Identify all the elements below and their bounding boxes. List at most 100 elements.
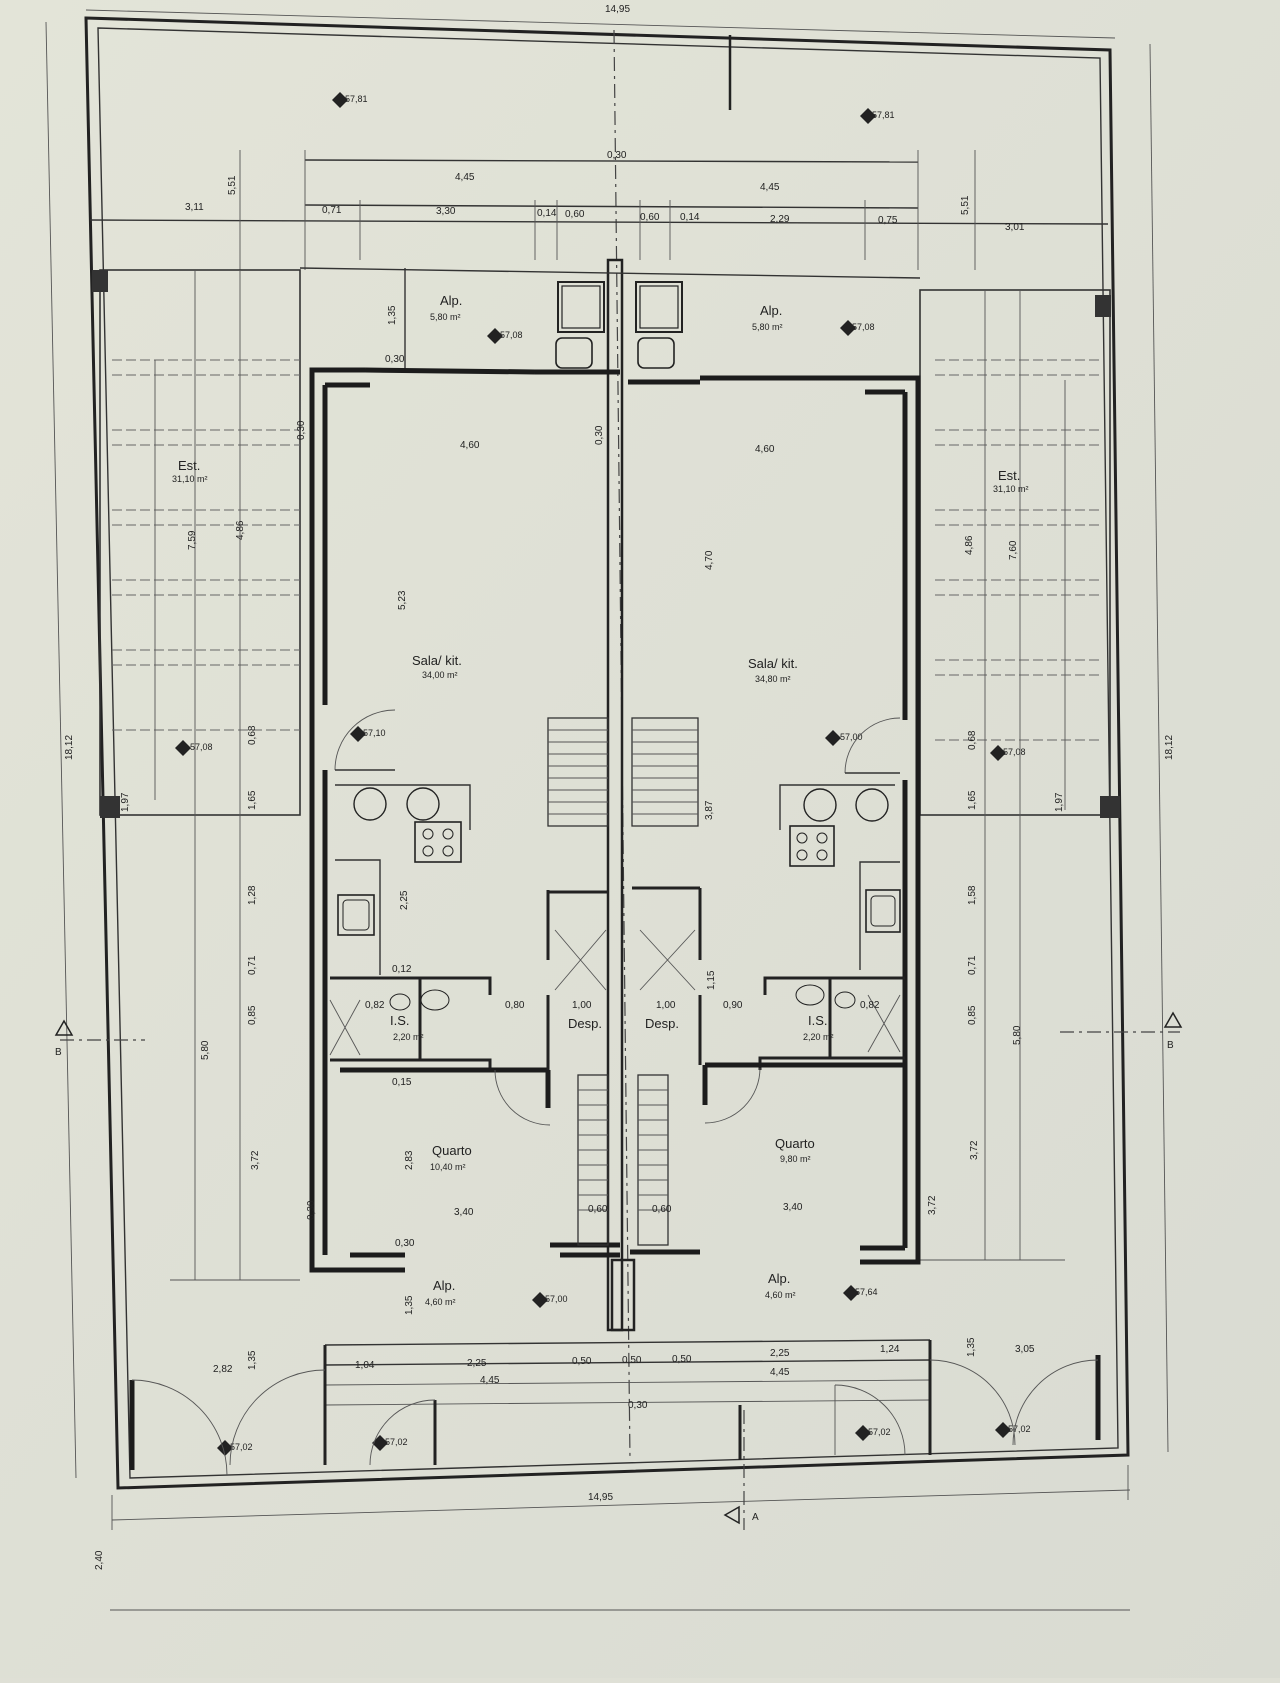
dim-top-total: 14,95 — [605, 4, 630, 15]
dim-rear-2: 3,72 — [969, 1140, 980, 1160]
level-alp-left: 57,08 — [500, 330, 523, 340]
dim-b-14: 0,30 — [628, 1400, 648, 1411]
section-right: B — [1167, 1040, 1174, 1051]
dim-q-d-right: 3,72 — [927, 1195, 938, 1215]
dim-alp-depth-right: 1,35 — [404, 1295, 415, 1315]
dim-b-10: 4,45 — [480, 1375, 500, 1386]
level-top-right: 57,81 — [872, 110, 895, 120]
dim-r3: 0,68 — [967, 730, 978, 750]
dim-b-7: 2,25 — [770, 1348, 790, 1359]
level-est-left: 57,08 — [190, 742, 213, 752]
level-markers: 57,81 57,81 57,08 57,08 57,10 57,00 57,0… — [175, 92, 1031, 1456]
dim-center-2: 0,30 — [594, 425, 605, 445]
dim-q-1: 0,60 — [588, 1204, 608, 1215]
room-desp-left-name: Desp. — [568, 1016, 602, 1031]
level-est-right: 57,08 — [1003, 747, 1026, 757]
dim-center-1: 0,30 — [607, 150, 627, 161]
room-est-left-area: 31,10 m² — [172, 474, 208, 484]
dim-t3: 0,14 — [537, 208, 557, 219]
room-est-right-name: Est. — [998, 468, 1020, 483]
level-top-left: 57,81 — [345, 94, 368, 104]
dim-r6: 1,97 — [1054, 792, 1065, 812]
bottom-dimensions: 14,95 — [111, 1465, 1129, 1530]
room-alp-top-right-name: Alp. — [760, 303, 782, 318]
dim-b-3: 2,25 — [467, 1358, 487, 1369]
room-ws-left-area: 2,20 m² — [393, 1032, 424, 1042]
site-boundary — [45, 9, 1169, 1611]
level-alp-right: 57,08 — [852, 322, 875, 332]
level-sala-left: 57,10 — [363, 728, 386, 738]
dim-ws-2: 1,00 — [572, 1000, 592, 1011]
porch-top: Alp. 5,80 m² Alp. 5,80 m² 1,35 0,30 — [299, 267, 921, 370]
dim-b-13: 1,35 — [966, 1337, 977, 1357]
section-left: B — [55, 1047, 62, 1058]
level-gate-2: 57,02 — [385, 1437, 408, 1447]
room-sala-right-name: Sala/ kit. — [748, 656, 798, 671]
parking-left: Est. 31,10 m² 7,59 4,86 — [92, 269, 301, 1281]
dim-r5: 1,97 — [120, 792, 131, 812]
dim-wall-1: 0,30 — [385, 354, 405, 365]
dim-b-2: 1,04 — [355, 1360, 375, 1371]
dim-k-1: 2,25 — [399, 890, 410, 910]
dim-sala-w-right: 4,60 — [755, 444, 775, 455]
dim-q-3: 0,30 — [395, 1238, 415, 1249]
dim-side-left: 18,12 — [64, 735, 75, 760]
room-desp-right-name: Desp. — [645, 1016, 679, 1031]
room-alp-bot-right-name: Alp. — [768, 1271, 790, 1286]
dim-est-w-right: 7,60 — [1008, 540, 1019, 560]
dim-rear-1: 3,72 — [250, 1150, 261, 1170]
house-left: I.S. 2,20 m² Sala/ kit. 34,00 — [296, 367, 620, 1273]
dim-rear-r: 5,80 — [1012, 1025, 1023, 1045]
room-alp-bot-left-area: 4,60 m² — [425, 1297, 456, 1307]
dim-t4: 0,60 — [565, 209, 585, 220]
level-gate-1: 57,02 — [230, 1442, 253, 1452]
room-ws-left-name: I.S. — [390, 1013, 410, 1028]
dim-ws-5: 0,12 — [392, 964, 412, 975]
dim-b-5: 0,50 — [622, 1355, 642, 1366]
level-sala-right: 57,00 — [840, 732, 863, 742]
dim-est-d-left: 4,86 — [235, 520, 246, 540]
dim-q-w-right: 3,40 — [783, 1202, 803, 1213]
dim-half-left: 4,45 — [455, 172, 475, 183]
dim-side-4: 1,58 — [967, 885, 978, 905]
dim-sala-w-left: 4,60 — [460, 440, 480, 451]
room-est-right-area: 31,10 m² — [993, 484, 1029, 494]
dim-side-2: 0,71 — [247, 955, 258, 975]
dim-q-d-left: 2,83 — [404, 1150, 415, 1170]
room-alp-top-right-area: 5,80 m² — [752, 322, 783, 332]
dim-t8: 0,75 — [878, 215, 898, 226]
dim-half-right: 4,45 — [760, 182, 780, 193]
dim-sala-d-right: 4,70 — [704, 550, 715, 570]
dim-bottom-total: 14,95 — [588, 1492, 613, 1503]
dim-b-6: 0,50 — [672, 1354, 692, 1365]
section-bottom: A — [752, 1512, 759, 1523]
dim-setback-left: 5,51 — [227, 175, 238, 195]
dim-ws-8: 0,82 — [365, 1000, 385, 1011]
room-quarto-left-area: 10,40 m² — [430, 1162, 466, 1172]
dim-t5: 0,60 — [640, 212, 660, 223]
level-gate-3: 57,02 — [868, 1427, 891, 1437]
dim-t7: 2,29 — [770, 214, 790, 225]
room-sala-left-name: Sala/ kit. — [412, 653, 462, 668]
dim-est-w-left: 7,59 — [187, 530, 198, 550]
dim-k-2: 3,87 — [704, 800, 715, 820]
dim-q-4: 0,30 — [306, 1200, 317, 1220]
dim-ws-3: 1,00 — [656, 1000, 676, 1011]
dim-side-1: 1,28 — [247, 885, 258, 905]
room-alp-bot-right-area: 4,60 m² — [765, 1290, 796, 1300]
dim-side-right: 18,12 — [1164, 735, 1175, 760]
dim-q-w-left: 3,40 — [454, 1207, 474, 1218]
dim-b-11: 4,45 — [770, 1367, 790, 1378]
room-ws-right-area: 2,20 m² — [803, 1032, 834, 1042]
dim-r1: 0,68 — [247, 725, 258, 745]
room-alp-bot-left-name: Alp. — [433, 1278, 455, 1293]
dim-side-6: 0,85 — [967, 1005, 978, 1025]
dim-side-5: 0,71 — [967, 955, 978, 975]
room-est-left-name: Est. — [178, 458, 200, 473]
dim-rear-l: 5,80 — [200, 1040, 211, 1060]
dim-side-3: 0,85 — [247, 1005, 258, 1025]
dim-ws-6: 0,15 — [392, 1077, 412, 1088]
room-quarto-right-area: 9,80 m² — [780, 1154, 811, 1164]
room-quarto-left-name: Quarto — [432, 1143, 472, 1158]
